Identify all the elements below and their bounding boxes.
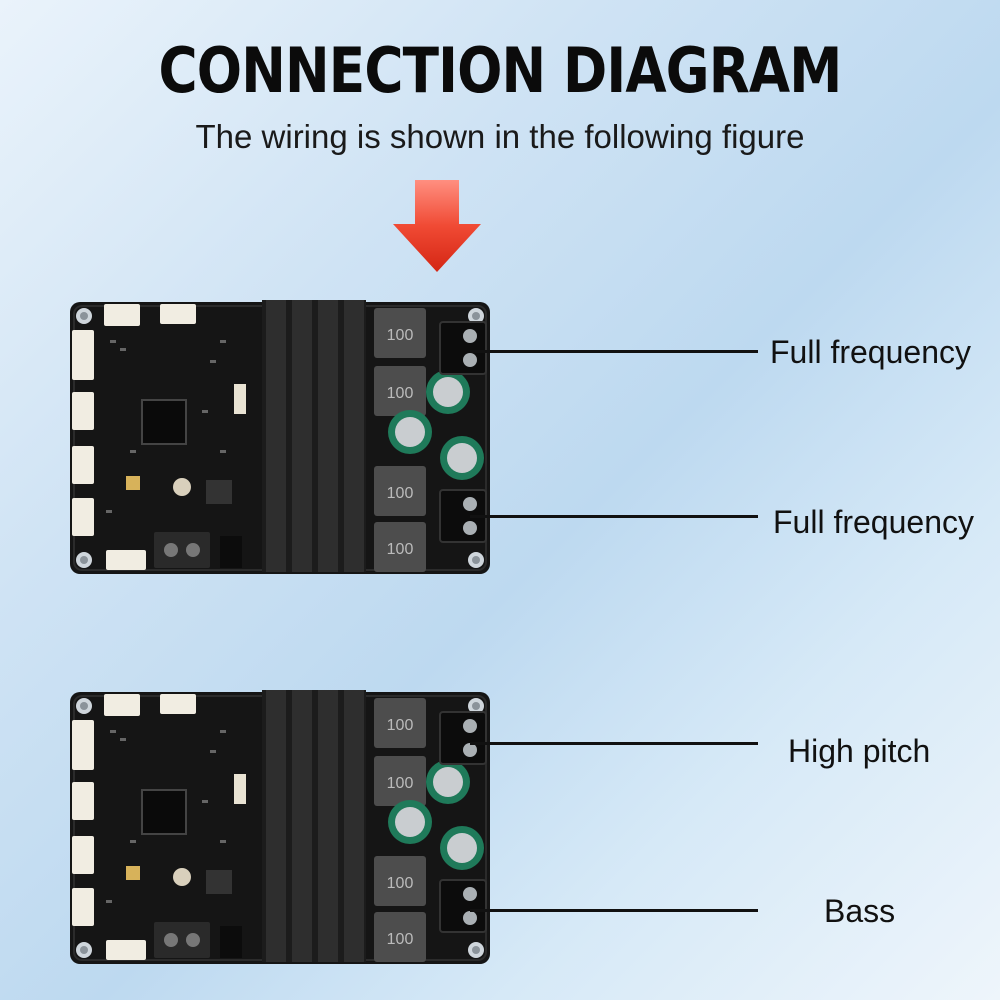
capacitors [388,760,484,870]
output-label: High pitch [788,733,931,769]
capacitors [388,370,484,480]
inductor-marking: 100 [387,327,414,344]
wire-line [470,742,758,745]
page-subtitle: The wiring is shown in the following fig… [195,118,805,155]
output-terminals [439,711,487,933]
down-arrow-icon [393,180,481,272]
output-label: Full frequency [773,504,974,540]
amplifier-board: 100 100 100 100 [70,690,490,964]
amplifier-board: 100 100 100 100 [70,300,490,574]
inductor-marking: 100 [387,875,414,892]
wire-line [470,350,758,353]
inductor-marking: 100 [387,541,414,558]
heatsink [262,300,366,572]
wire-line [470,909,758,912]
page-title: CONNECTION DIAGRAM [158,34,842,107]
heatsink [262,690,366,962]
inductor-marking: 100 [387,717,414,734]
inductor-marking: 100 [387,485,414,502]
inductors: 100 100 100 100 [374,698,426,962]
inductors: 100 100 100 100 [374,308,426,572]
output-terminals [439,321,487,543]
wire-line [470,515,758,518]
inductor-marking: 100 [387,775,414,792]
inductor-marking: 100 [387,931,414,948]
output-label: Bass [824,893,896,929]
inductor-marking: 100 [387,385,414,402]
output-label: Full frequency [770,334,971,370]
